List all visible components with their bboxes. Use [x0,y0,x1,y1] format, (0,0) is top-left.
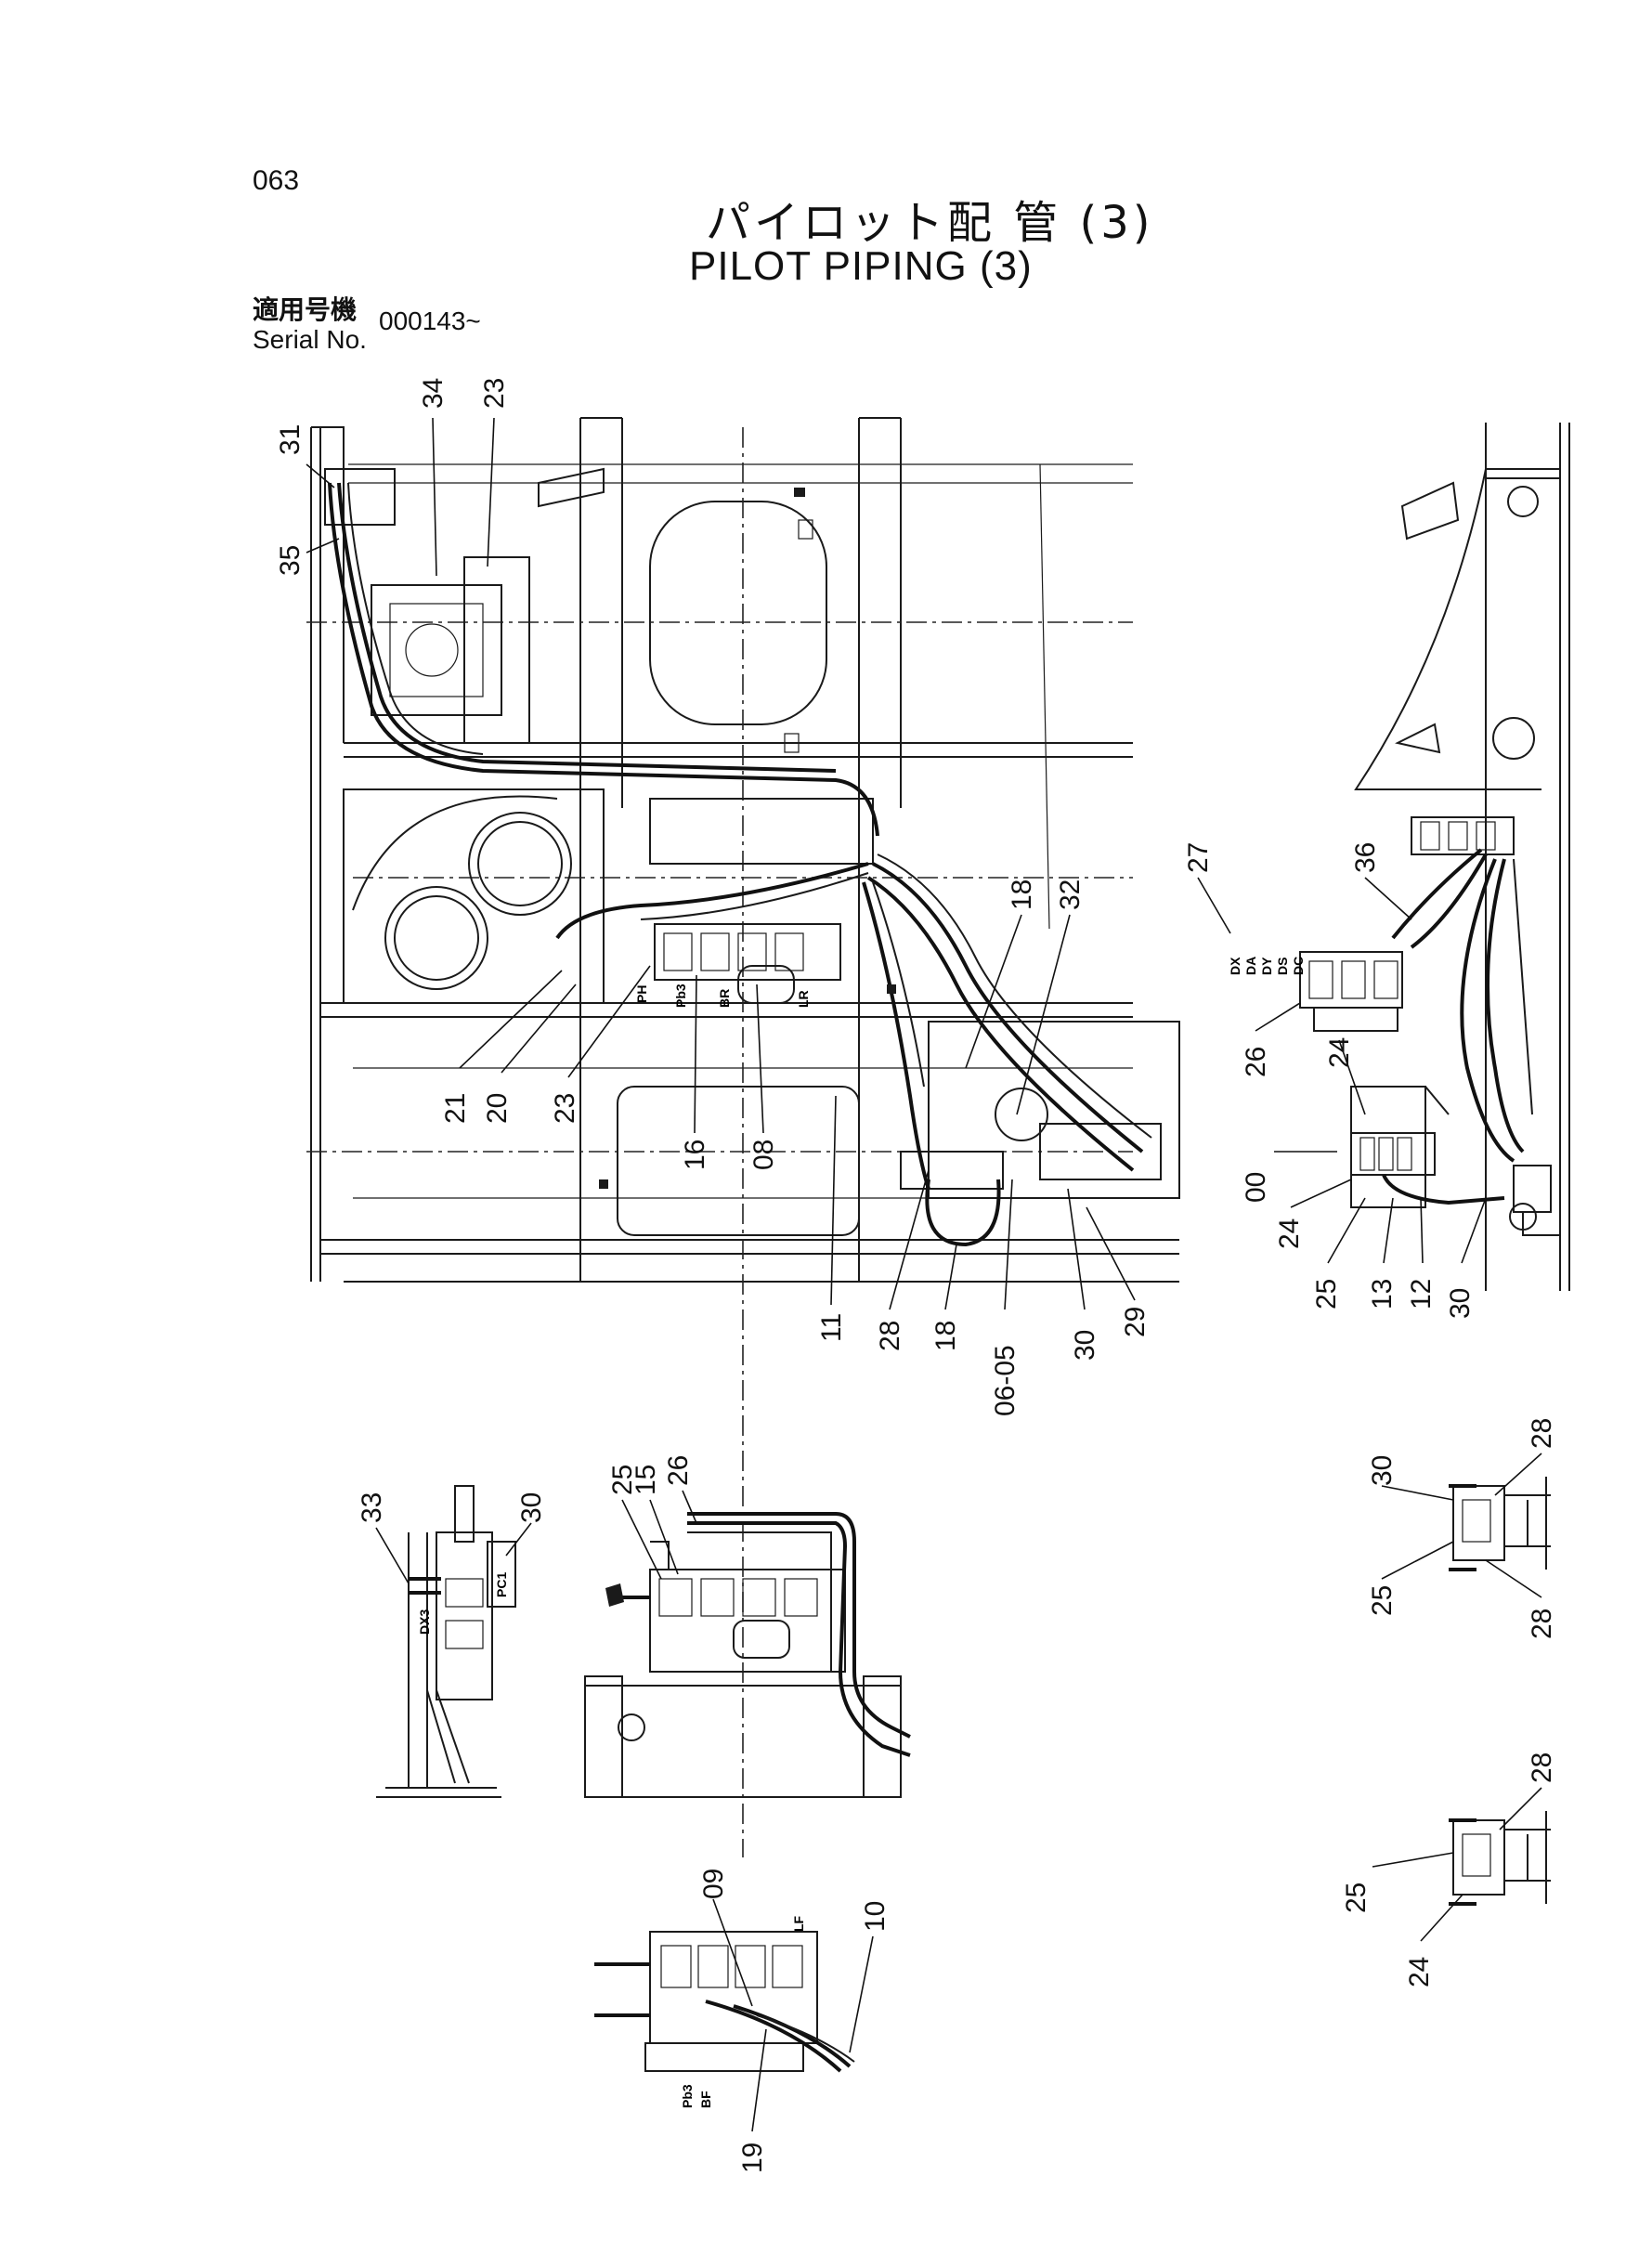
detail-bottom-valve-view [594,1931,855,2073]
callout-label: 10 [860,1901,891,1932]
detail-left-side-view [376,1485,516,1798]
port-label: DC [1291,957,1306,975]
port-label: PH [634,985,649,1003]
callout-label: 28 [1527,1418,1557,1449]
port-label: BF [698,2091,713,2108]
serial-label-english: Serial No. [253,325,367,354]
port-label: Pb3 [680,2084,695,2108]
detail-center-valve-view [584,1512,911,1798]
callout-label: 00 [1241,1172,1271,1203]
port-label: DX [1228,957,1242,975]
callout-label: 28 [1527,1609,1557,1639]
port-label: DA [1243,957,1258,975]
callout-label: 23 [550,1093,580,1124]
port-label: DY [1259,957,1274,975]
callout-label: 27 [1183,842,1214,873]
callout-label: 30 [1445,1288,1476,1319]
callout-label: 25 [1341,1883,1372,1913]
callout-label: 28 [875,1321,905,1351]
callout-label: 16 [680,1140,710,1170]
callout-label: 26 [1241,1047,1271,1077]
callout-label: 13 [1367,1279,1398,1309]
callout-label: 18 [930,1321,961,1351]
page-number: 063 [253,165,300,196]
callout-label: 15 [631,1465,661,1495]
callout-label: 24 [1274,1218,1305,1249]
callout-label: 06-05 [990,1345,1021,1416]
callout-label: 30 [516,1492,547,1523]
main-frame-view [306,417,1180,1857]
callout-label: 11 [816,1313,847,1342]
callout-label: 30 [1367,1455,1398,1486]
port-label: BR [717,989,732,1008]
callout-label: 26 [663,1455,694,1486]
callout-label: 08 [748,1140,779,1170]
callout-label: 25 [1311,1279,1342,1309]
port-label: PC1 [494,1572,509,1597]
callout-label: 23 [479,378,510,409]
callout-label: 25 [1367,1585,1398,1616]
detail-right-upper-view [1449,1477,1551,1571]
serial-label-japanese: 適用号機 [253,294,358,325]
callout-label: 21 [440,1093,471,1124]
callout-label: 18 [1007,879,1037,910]
callout-labels: 31 34 23 35 21 20 23 16 08 18 32 11 28 1… [275,378,1557,2173]
callout-label: 33 [357,1492,387,1523]
port-labels: PH Pb3 BR LR DX DA DY DS DC DX3 PC1 Pb3 … [417,957,1306,2108]
callout-label: 29 [1120,1307,1151,1337]
callout-label: 24 [1404,1957,1435,1987]
callout-label: 19 [737,2143,768,2173]
port-label: LR [796,990,811,1008]
callout-label: 30 [1070,1330,1100,1361]
callout-label: 34 [418,378,449,409]
page-title-english: PILOT PIPING (3) [689,243,1033,289]
callout-label: 36 [1350,842,1381,873]
port-label: Pb3 [673,984,688,1008]
callout-label: 12 [1406,1279,1437,1309]
port-label: LF [791,1915,806,1932]
callout-label: 31 [275,424,306,455]
callout-label: 32 [1055,879,1086,910]
right-side-view [1299,423,1570,1291]
callout-label: 28 [1527,1752,1557,1783]
page-title-japanese: パイロット配 管 (3) [706,197,1154,249]
callout-label: 09 [698,1869,729,1899]
port-label: DS [1275,958,1290,975]
serial-number-value: 000143~ [379,306,481,335]
detail-right-lower-view [1449,1811,1551,1906]
callout-label: 35 [275,545,306,576]
port-label: DX3 [417,1609,432,1635]
callout-label: 20 [482,1093,513,1124]
callout-label: 25 [607,1465,638,1495]
